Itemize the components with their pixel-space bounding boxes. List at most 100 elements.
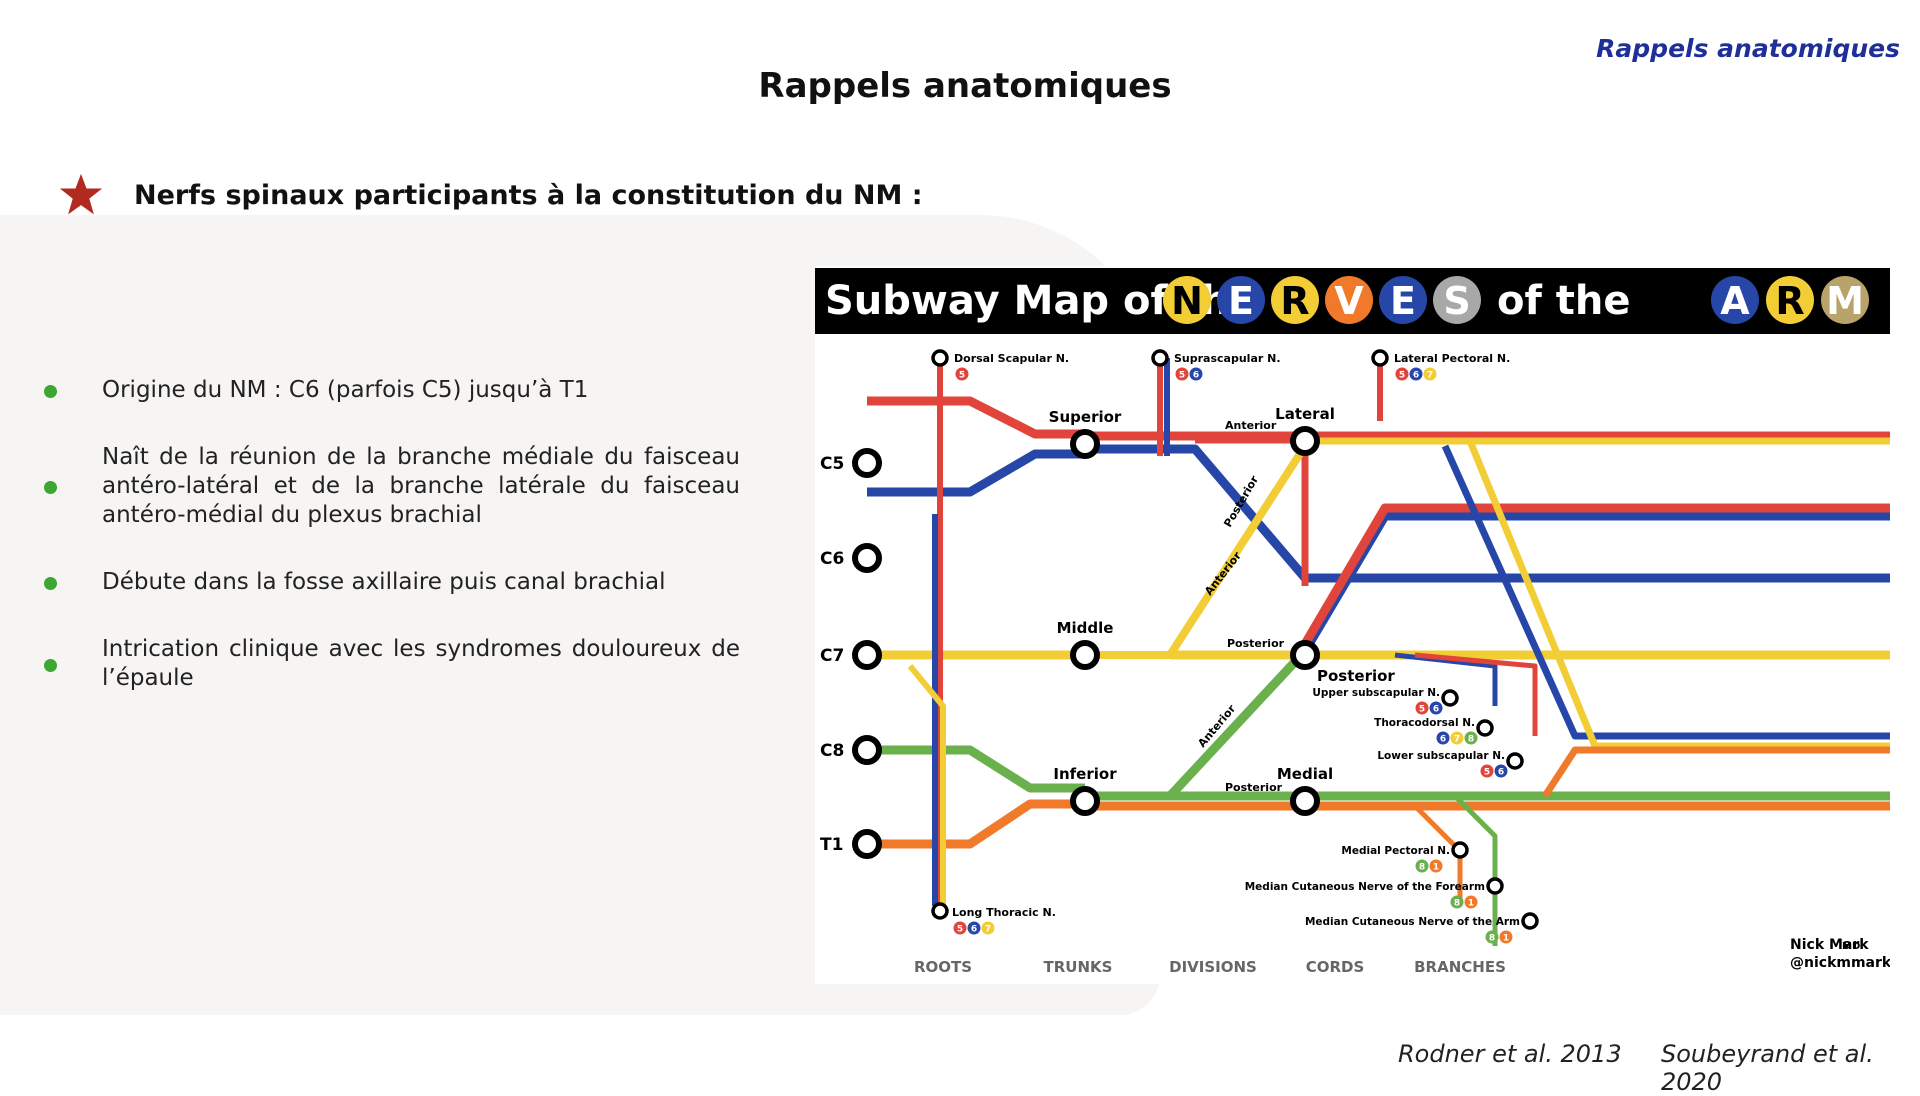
svg-text:N: N — [1171, 279, 1203, 323]
banner-letter: E — [1217, 276, 1265, 324]
map-stations: 55656756678568181815675675656781678181 — [852, 349, 1539, 944]
svg-text:8: 8 — [1454, 899, 1460, 909]
svg-text:8: 8 — [1468, 735, 1474, 745]
line-superior-blue — [1085, 444, 1890, 583]
branch-badge: 5 — [1480, 764, 1494, 778]
branch-badge: 6 — [1189, 367, 1203, 381]
svg-text:1: 1 — [1433, 863, 1439, 873]
branch-label: Median Cutaneous Nerve of the Arm — [1305, 916, 1520, 928]
bullet-list: Origine du NM : C6 (parfois C5) jusqu’à … — [40, 376, 740, 731]
bullet-text: Origine du NM : C6 (parfois C5) jusqu’à … — [102, 377, 589, 403]
banner-letter: R — [1766, 276, 1814, 324]
svg-text:8: 8 — [1419, 863, 1425, 873]
line-axillary-blue — [1301, 511, 1890, 654]
root-label: C7 — [820, 646, 844, 666]
cord-station — [1290, 426, 1320, 456]
map-labels: C5C6C7C8T1SuperiorMiddleInferiorAnterior… — [820, 352, 1890, 976]
branch-badge: 6 — [1429, 701, 1443, 715]
bullet-item: Naît de la réunion de la branche médiale… — [40, 443, 740, 530]
svg-text:5: 5 — [1399, 371, 1405, 381]
bullet-text: Débute dans la fosse axillaire puis cana… — [102, 569, 666, 595]
root-station — [852, 543, 882, 573]
column-label: DIVISIONS — [1169, 958, 1257, 976]
bullet-item: Intrication clinique avec les syndromes … — [40, 635, 740, 693]
reference-1: Rodner et al. 2013 — [1398, 1040, 1622, 1068]
svg-text:7: 7 — [1454, 735, 1460, 745]
svg-text:5: 5 — [1484, 768, 1490, 778]
cord-station — [1290, 786, 1320, 816]
banner-mid: of the — [1497, 278, 1631, 324]
section-header: Rappels anatomiques — [1596, 34, 1900, 63]
column-label: TRUNKS — [1044, 958, 1113, 976]
root-station — [852, 735, 882, 765]
svg-text:A: A — [1720, 279, 1750, 323]
line-c8 — [867, 745, 1085, 793]
bullet-dot — [44, 481, 57, 494]
author-name: Nick Mark — [1790, 937, 1869, 953]
root-station — [852, 640, 882, 670]
root-label: T1 — [820, 835, 843, 855]
svg-text:E: E — [1228, 279, 1254, 323]
banner-letter: R — [1271, 276, 1319, 324]
root-label: C6 — [820, 549, 844, 569]
nerve-lines — [867, 356, 1890, 946]
branch-label: Lateral Pectoral N. — [1394, 352, 1510, 365]
svg-text:6: 6 — [1440, 735, 1446, 745]
line-median-yellow — [1466, 439, 1890, 750]
banner-letter: S — [1433, 276, 1481, 324]
branch-station — [1486, 877, 1504, 895]
branch-badge: 5 — [1415, 701, 1429, 715]
trunk-label: Middle — [1057, 619, 1114, 637]
branch-badge: 1 — [1464, 895, 1478, 909]
banner-letter: M — [1821, 276, 1869, 324]
branch-label: Dorsal Scapular N. — [954, 352, 1069, 365]
column-label: BRANCHES — [1414, 958, 1506, 976]
branch-label: Medial Pectoral N. — [1341, 845, 1450, 857]
branch-label: Thoracodorsal N. — [1374, 717, 1475, 729]
division-label: Posterior — [1225, 781, 1283, 794]
svg-text:6: 6 — [1413, 371, 1419, 381]
branch-badge: 8 — [1450, 895, 1464, 909]
bullet-item: Origine du NM : C6 (parfois C5) jusqu’à … — [40, 376, 740, 405]
branch-badge: 8 — [1485, 930, 1499, 944]
svg-text:6: 6 — [971, 925, 977, 935]
author-suffix: MD — [1842, 941, 1860, 952]
root-label: C5 — [820, 454, 844, 474]
division-label: Anterior — [1225, 419, 1277, 432]
svg-text:7: 7 — [985, 925, 991, 935]
svg-text:5: 5 — [1179, 371, 1185, 381]
branch-station — [931, 902, 949, 920]
subtitle: Nerfs spinaux participants à la constitu… — [134, 180, 923, 211]
bullet-dot — [44, 659, 57, 672]
branch-badge: 7 — [1423, 367, 1437, 381]
branch-badge: 5 — [1395, 367, 1409, 381]
column-label: CORDS — [1306, 958, 1365, 976]
line-axillary-red — [1301, 503, 1890, 647]
banner-letter: N — [1163, 276, 1211, 324]
branch-badge: 5 — [1175, 367, 1189, 381]
line-middle-anterior — [1085, 443, 1309, 659]
line-medial-cutaneous — [1453, 794, 1498, 946]
branch-badge: 8 — [1415, 859, 1429, 873]
cord-label: Medial — [1277, 765, 1333, 783]
line-c6 — [867, 449, 1085, 497]
line-median-orange — [1542, 746, 1890, 798]
branch-badge: 5 — [955, 367, 969, 381]
banner-letter: A — [1711, 276, 1759, 324]
branch-badge: 5 — [953, 921, 967, 935]
trunk-station — [1070, 786, 1100, 816]
branch-label: Suprascapular N. — [1174, 352, 1281, 365]
root-station — [852, 448, 882, 478]
branch-badge: 1 — [1429, 859, 1443, 873]
branch-station — [1371, 349, 1389, 367]
svg-text:1: 1 — [1468, 899, 1474, 909]
branch-station — [1151, 349, 1169, 367]
svg-text:5: 5 — [957, 925, 963, 935]
bullet-item: Débute dans la fosse axillaire puis cana… — [40, 568, 740, 597]
svg-text:7: 7 — [1427, 371, 1433, 381]
svg-text:V: V — [1334, 279, 1364, 323]
branch-label: Upper subscapular N. — [1312, 687, 1440, 699]
trunk-station — [1070, 429, 1100, 459]
